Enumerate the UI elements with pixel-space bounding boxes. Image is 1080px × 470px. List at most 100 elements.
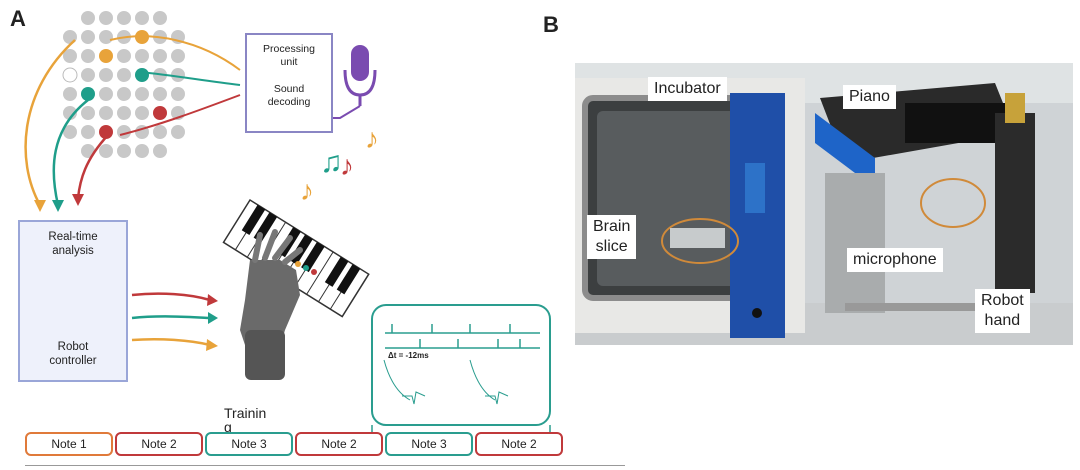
label-brain-slice: Brain slice: [587, 215, 637, 259]
analysis-label: Real-time: [48, 231, 98, 243]
electrode-grid: [62, 11, 185, 158]
note-box: Note 2: [115, 432, 203, 456]
electrode-dot: [135, 68, 149, 82]
electrode-dot: [81, 68, 95, 82]
label-robot-hand: Robot hand: [975, 289, 1030, 333]
music-notes-icon: ♪ ♫ ♪ ♪: [300, 123, 379, 206]
baseline-rule: [25, 465, 625, 466]
note-label: Note 2: [501, 437, 537, 451]
electrode-dot: [99, 106, 113, 120]
note-box: Note 3: [205, 432, 293, 456]
robot-controller-label: Robot: [57, 341, 89, 353]
electrode-dot: [81, 125, 95, 139]
panel-a-graphics: ♪ ♫ ♪ ♪: [24, 11, 551, 435]
note-box: Note 2: [295, 432, 383, 456]
electrode-dot: [135, 49, 149, 63]
electrode-dot: [117, 144, 131, 158]
electrode-dot: [171, 49, 185, 63]
note-label: Note 1: [51, 437, 87, 451]
electrode-dot: [135, 144, 149, 158]
microphone-icon: [333, 45, 377, 119]
panel-b-letter: B: [543, 12, 559, 37]
electrode-dot: [117, 49, 131, 63]
black-key: [301, 241, 325, 273]
electrode-dot: [81, 87, 95, 101]
arrow-teal-in: [139, 71, 241, 86]
sound-decoding-label: decoding: [267, 96, 311, 108]
training-label-line1: Trainin: [224, 405, 267, 421]
sound-decoding-label: Sound: [273, 83, 305, 95]
svg-text:♪: ♪: [365, 123, 379, 154]
arrow-orange-in: [109, 35, 241, 71]
electrode-dot: [135, 106, 149, 120]
svg-text:♪: ♪: [340, 150, 354, 181]
label-robot-hand-line1: Robot: [981, 292, 1024, 309]
setup-photo: Incubator Piano Brain slice microphone R…: [575, 63, 1073, 345]
electrode-dot: [63, 49, 77, 63]
processing-label: unit: [280, 56, 298, 68]
arrow-teal-robot: [131, 315, 211, 320]
arrow-orange-down: [24, 39, 76, 206]
electrode-dot: [99, 68, 113, 82]
note-sequence: Note 1 Note 2 Note 3 Note 2 Note 3 Note …: [25, 432, 565, 456]
svg-text:♫: ♫: [320, 146, 343, 179]
setup-photo-drawing: [575, 63, 1073, 345]
electrode-dot: [99, 49, 113, 63]
note-box: Note 1: [25, 432, 113, 456]
electrode-dot: [117, 11, 131, 25]
label-brain-slice-line1: Brain: [593, 218, 631, 235]
arrow-orange-robot: [131, 337, 211, 347]
electrode-dot: [171, 125, 185, 139]
realtime-analysis-box: Real-time analysis Robot controller: [18, 220, 128, 382]
electrode-dot: [62, 67, 78, 83]
note-label: Note 2: [141, 437, 177, 451]
processing-label: Processing: [263, 43, 315, 55]
electrode-dot: [153, 11, 167, 25]
label-brain-slice-line2: slice: [595, 238, 628, 255]
electrode-dot: [63, 125, 77, 139]
electrode-dot: [153, 106, 167, 120]
robot-hand-icon: [240, 229, 317, 380]
note-label: Note 3: [231, 437, 267, 451]
black-key: [241, 204, 266, 235]
note-box: Note 3: [385, 432, 473, 456]
spike-delta-label: Δt = -12ms: [388, 351, 429, 360]
note-box: Note 2: [475, 432, 563, 456]
electrode-dot: [63, 106, 77, 120]
electrode-dot: [117, 87, 131, 101]
electrode-dot: [81, 30, 95, 44]
svg-text:♪: ♪: [300, 175, 314, 206]
arrow-red-in: [119, 94, 241, 136]
electrode-dot: [99, 11, 113, 25]
electrode-dot: [81, 11, 95, 25]
analysis-label: analysis: [52, 245, 94, 257]
electrode-dot: [153, 49, 167, 63]
electrode-dot: [63, 87, 77, 101]
processing-unit-box: Processing unit Sound decoding: [245, 33, 333, 133]
electrode-dot: [153, 125, 167, 139]
electrode-dot: [99, 30, 113, 44]
label-incubator: Incubator: [648, 77, 727, 101]
electrode-dot: [99, 87, 113, 101]
electrode-dot: [117, 106, 131, 120]
note-label: Note 3: [411, 437, 447, 451]
training-label-line2: g: [224, 419, 232, 435]
electrode-dot: [153, 87, 167, 101]
black-key: [324, 256, 349, 287]
label-robot-hand-line2: hand: [984, 312, 1021, 329]
spike-timing-inset: [371, 304, 551, 435]
white-key-divider: [306, 251, 334, 295]
arrow-red-down: [76, 134, 109, 199]
electrode-dot: [171, 87, 185, 101]
black-key: [336, 264, 361, 295]
label-microphone: microphone: [847, 248, 943, 272]
arrow-red-robot: [131, 292, 211, 302]
robot-controller-label: controller: [49, 355, 97, 367]
electrode-dot: [135, 11, 149, 25]
training-label: Trainin g: [224, 406, 284, 434]
label-piano: Piano: [843, 85, 896, 109]
panel-a-letter: A: [10, 6, 26, 31]
electrode-dot: [135, 87, 149, 101]
arrow-teal-down: [52, 99, 89, 206]
electrode-dot: [117, 68, 131, 82]
